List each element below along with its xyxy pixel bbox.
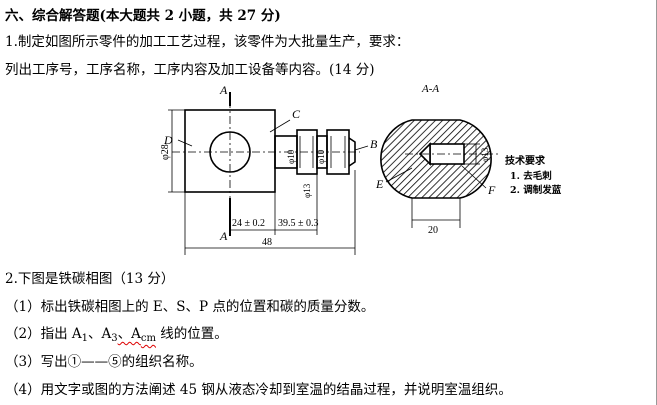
item-2-text-c: 、A bbox=[117, 326, 141, 342]
tech-req-item-1: 1. 去毛刺 bbox=[510, 170, 552, 182]
question-2-title: 2.下图是铁碳相图（13 分） bbox=[5, 271, 175, 287]
leader-f bbox=[461, 165, 487, 189]
shaft-step-4 bbox=[326, 129, 350, 175]
subscript-3: 3 bbox=[111, 333, 118, 344]
question-2-item-4: （4）用文字或图的方法阐述 45 钢从液态冷却到室温的结晶过程，并说明室温组织。 bbox=[5, 382, 512, 398]
main-view bbox=[168, 92, 369, 255]
subscript-1: 1 bbox=[81, 333, 89, 344]
dim-phi10-left: φ10 bbox=[286, 149, 296, 164]
dim-39: 39.5 ± 0.3 bbox=[278, 218, 319, 229]
leader-e bbox=[385, 167, 413, 183]
item-2-text-b: 、A bbox=[88, 326, 112, 342]
label-a-bottom: A bbox=[219, 229, 228, 243]
item-2-text-d: 线的位置。 bbox=[155, 326, 228, 342]
section-view bbox=[380, 119, 500, 228]
shaft-end bbox=[348, 137, 356, 167]
dim-48: 48 bbox=[262, 237, 272, 248]
subscript-cm: cm bbox=[140, 333, 156, 344]
label-a-top: A bbox=[219, 83, 228, 97]
section-dim-phi13-label: φ13 bbox=[480, 147, 490, 162]
leader-c bbox=[269, 119, 291, 133]
dim-phi13: φ13 bbox=[302, 183, 312, 198]
label-d: D bbox=[163, 133, 173, 147]
label-b: B bbox=[370, 137, 378, 151]
label-e: E bbox=[375, 177, 384, 191]
question-2-item-1: （1）标出铁碳相图上的 E、S、P 点的位置和碳的质量分数。 bbox=[5, 299, 375, 315]
tech-req-item-2: 2. 调制发蓝 bbox=[510, 184, 562, 196]
question-1-line-2: 列出工序号，工序名称，工序内容及加工设备等内容。(14 分) bbox=[5, 62, 375, 78]
dim-phi28: φ28 bbox=[160, 144, 171, 160]
part-drawing-figure: A A C D B φ28 φ10 φ13 φ10 24 ± 0.2 39.5 … bbox=[160, 83, 562, 255]
item-2-text-a: （2）指出 A bbox=[5, 326, 82, 342]
leader-d bbox=[177, 139, 193, 147]
dim-24: 24 ± 0.2 bbox=[232, 218, 265, 229]
question-2-item-2: （2）指出 A1、A3、Acm 线的位置。 bbox=[5, 322, 228, 344]
tech-req-title: 技术要求 bbox=[505, 154, 546, 167]
dim-phi10-right: φ10 bbox=[316, 149, 326, 164]
label-f: F bbox=[487, 183, 496, 197]
question-2-item-3: （3）写出①——⑤的组织名称。 bbox=[5, 354, 203, 370]
leader-b bbox=[354, 145, 369, 151]
section-heading: 六、综合解答题(本大题共 2 小题，共 27 分) bbox=[5, 8, 281, 24]
section-title: A-A bbox=[421, 83, 439, 95]
question-1-line-1: 1.制定如图所示零件的加工工艺过程，该零件为大批量生产，要求： bbox=[5, 34, 410, 50]
section-dim-20-label: 20 bbox=[428, 225, 438, 236]
label-c: C bbox=[292, 107, 301, 121]
